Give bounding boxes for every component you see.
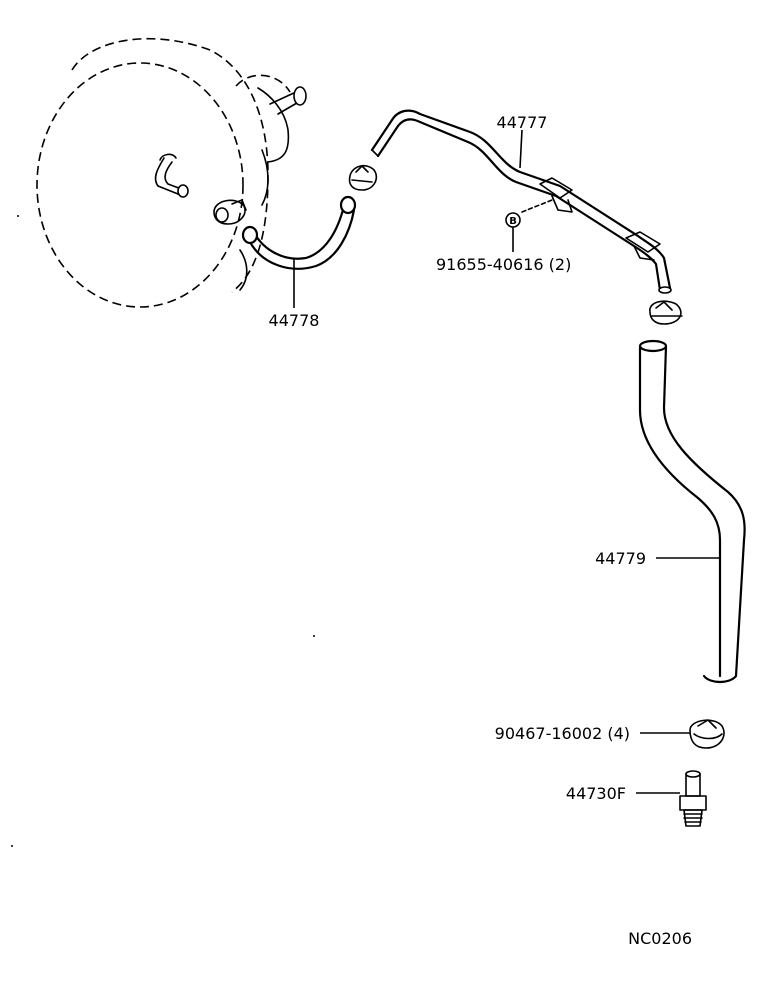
label-90467: 90467-16002 (4): [495, 724, 630, 743]
booster-check-valve: [154, 153, 189, 198]
label-44778: 44778: [269, 311, 320, 330]
hose-clamp-upper: [348, 164, 378, 191]
brake-booster-phantom: [36, 37, 307, 308]
scan-dot: [17, 215, 19, 217]
label-44779: 44779: [595, 549, 646, 568]
diagram-code: NC0206: [628, 929, 692, 948]
label-91655: 91655-40616 (2): [436, 255, 571, 274]
hose-clamp-middle: [649, 300, 683, 325]
label-44777: 44777: [497, 113, 548, 132]
hose-44779: [638, 339, 746, 684]
bolt-ref-marker: B: [505, 199, 553, 252]
pipe-44777: [370, 109, 672, 294]
scan-dot: [313, 635, 315, 637]
booster-clamp: [213, 199, 247, 225]
leader-lines: [293, 129, 720, 794]
ref-mark-b: B: [509, 216, 517, 227]
hose-44778: [241, 195, 357, 270]
scan-dot: [11, 845, 13, 847]
clamp-90467: [689, 719, 725, 749]
union-44730f: [679, 770, 707, 827]
label-44730f: 44730F: [566, 784, 626, 803]
